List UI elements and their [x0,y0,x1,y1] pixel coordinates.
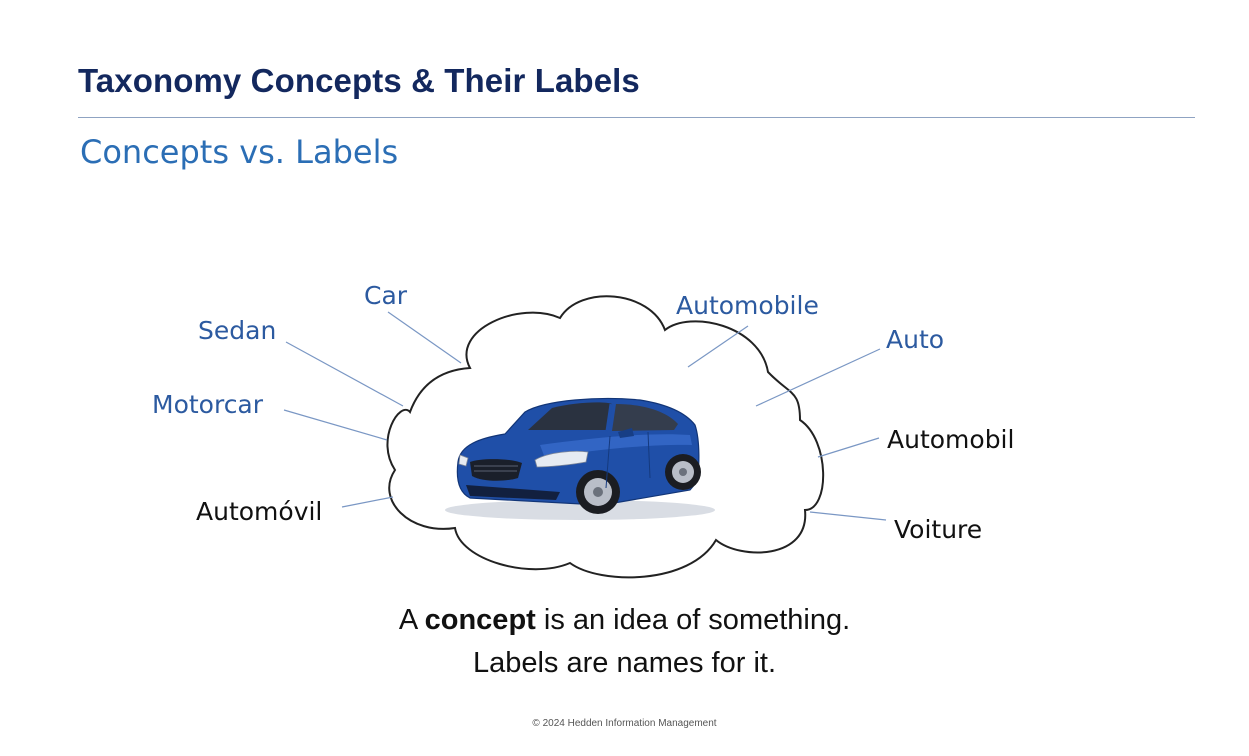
title-divider [78,117,1195,118]
connector-sedan [285,341,404,407]
caption-line-2: Labels are names for it. [472,647,777,679]
car-image [445,397,715,520]
connector-auto [755,348,881,407]
connector-voiture [809,511,887,521]
connector-car [387,311,462,364]
label-automobil: Automobil [887,425,1015,454]
connector-automovil [341,496,394,508]
label-voiture: Voiture [894,515,983,544]
label-sedan: Sedan [198,316,277,345]
slide-subtitle: Concepts vs. Labels [80,133,399,171]
slide-title: Taxonomy Concepts & Their Labels [78,62,640,99]
label-auto: Auto [886,325,945,354]
caption-line-1-pre: A [398,604,425,636]
label-motorcar: Motorcar [152,390,264,419]
label-automobile: Automobile [676,291,819,320]
caption-concept-word: concept [424,604,536,636]
label-automovil: Automóvil [196,497,323,526]
caption-line-1: A concept is an idea of something. [0,604,1249,637]
connector-automobile [687,325,749,368]
connector-automobil [817,437,880,458]
connector-motorcar [283,409,388,441]
caption-line-1-post: is an idea of something. [535,604,851,636]
copyright-footer: © 2024 Hedden Information Management [532,718,717,729]
label-car: Car [364,281,408,310]
